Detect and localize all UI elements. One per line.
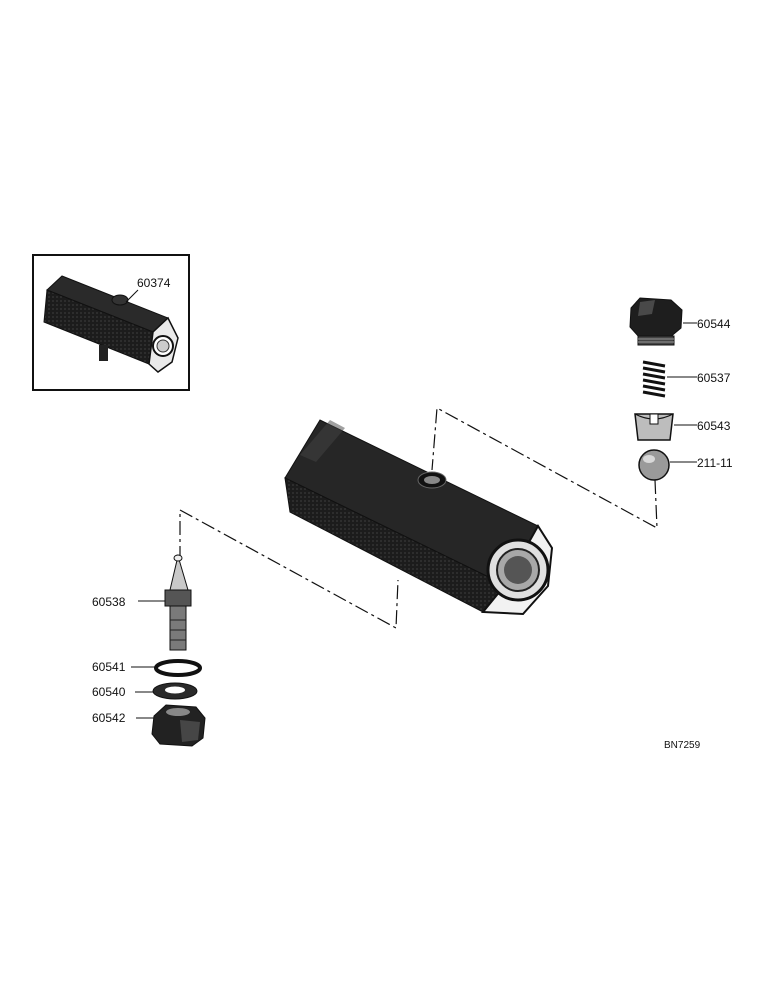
ball-guide-part xyxy=(634,413,674,441)
part-label-ball-guide: 60543 xyxy=(697,419,731,433)
drawing-code: BN7259 xyxy=(664,740,701,751)
plug-part xyxy=(629,297,683,346)
part-label-needle-valve: 60538 xyxy=(92,595,126,609)
part-label-washer: 60540 xyxy=(92,685,126,699)
assembly-lines xyxy=(179,407,658,629)
spring-part xyxy=(642,360,666,398)
nut-part xyxy=(151,704,206,747)
ball-part xyxy=(638,449,670,481)
inset-box: 60374 xyxy=(32,254,190,391)
inset-part-label: 60374 xyxy=(137,276,171,290)
o-ring-part xyxy=(154,659,202,677)
main-valve-body xyxy=(284,419,554,616)
part-label-o-ring: 60541 xyxy=(92,660,126,674)
part-label-ball: 211-11 xyxy=(697,456,733,470)
inset-valve-body xyxy=(43,275,179,373)
part-label-nut: 60542 xyxy=(92,711,126,725)
part-label-plug: 60544 xyxy=(697,317,731,331)
part-label-spring: 60537 xyxy=(697,371,731,385)
needle-valve-part xyxy=(164,554,192,651)
washer-part xyxy=(152,682,198,700)
